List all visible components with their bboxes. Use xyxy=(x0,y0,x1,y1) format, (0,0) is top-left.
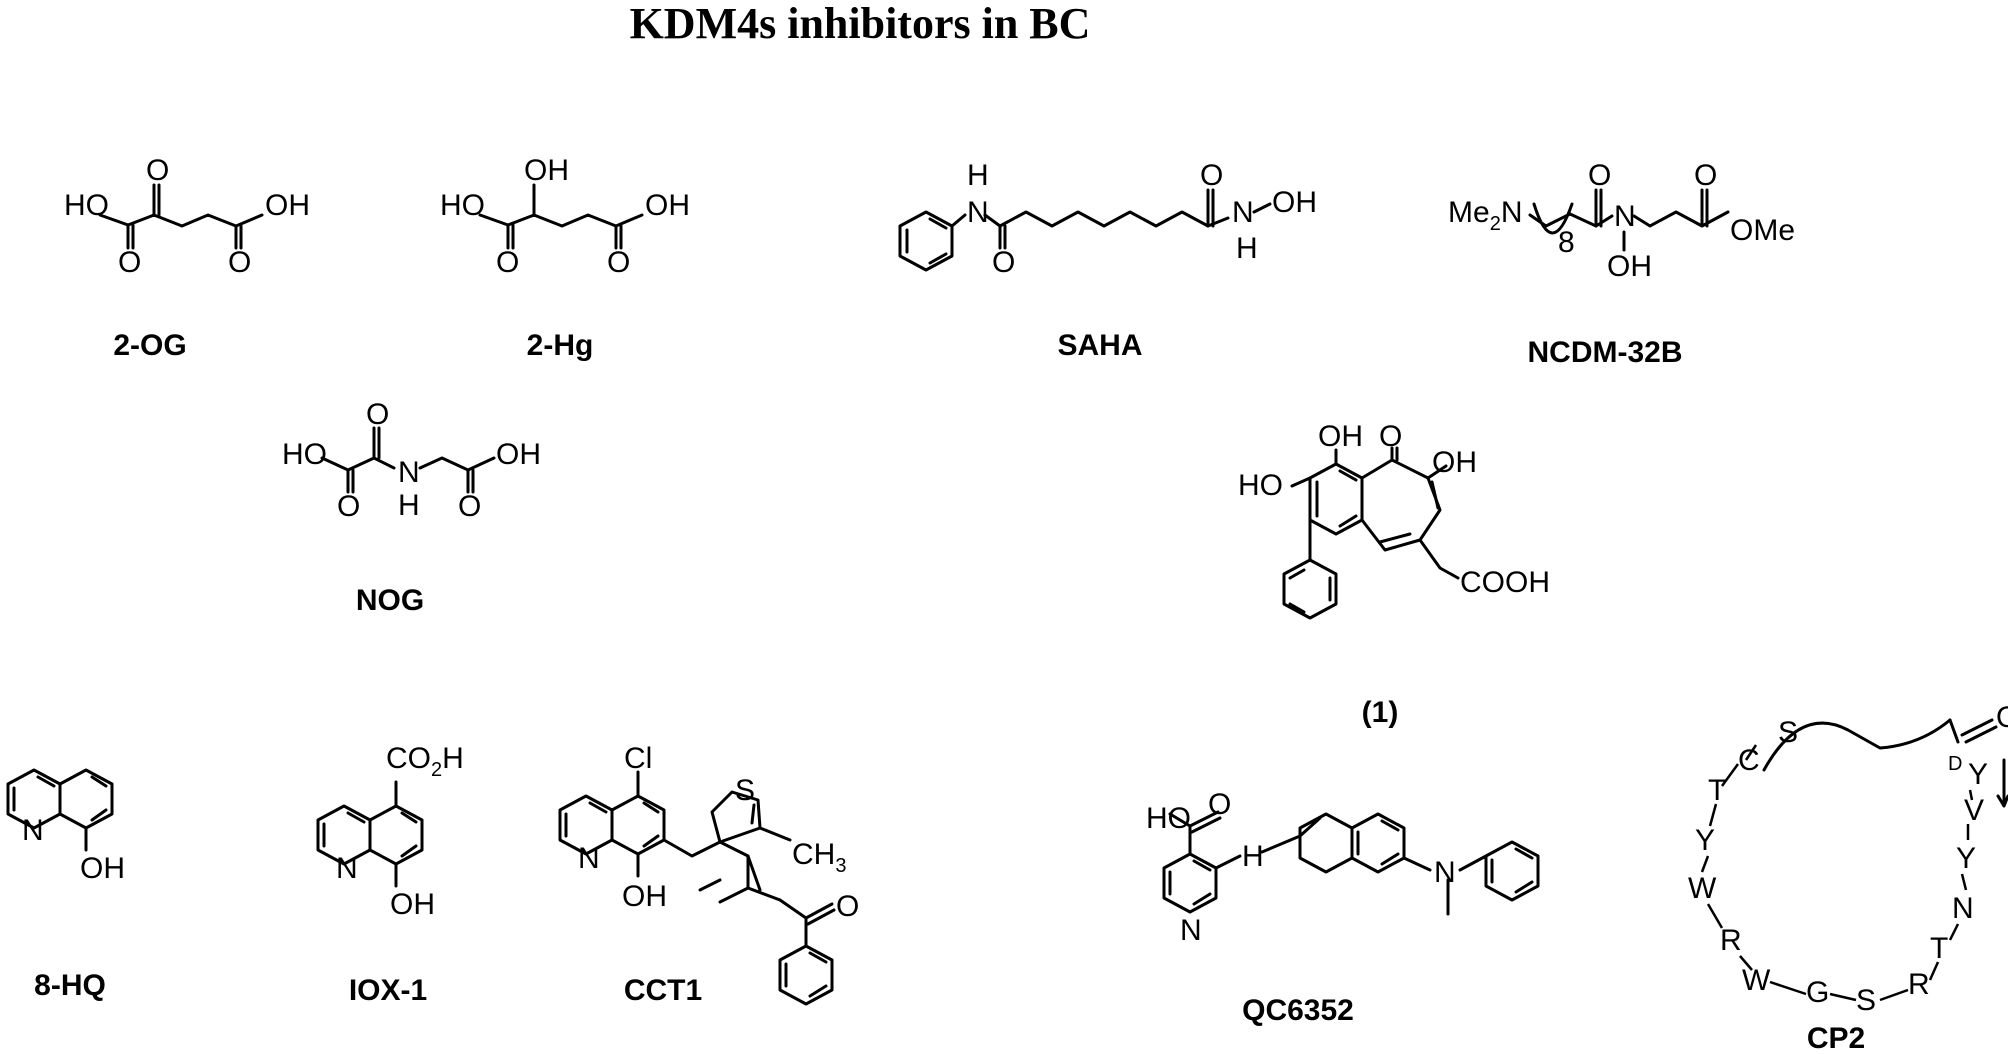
atom-ho: HO xyxy=(440,189,485,222)
atom-ho: HO xyxy=(1238,469,1283,502)
compound-label: CP2 xyxy=(1807,1022,1865,1054)
atom-oh: OH xyxy=(645,189,690,222)
structure-cct1: Cl N OH S CH3 O xyxy=(558,742,859,1006)
atom-n: N xyxy=(22,814,44,847)
structure-compound-1: OH HO O OH COOH xyxy=(1238,420,1550,620)
compound-label: (1) xyxy=(1362,696,1399,729)
atom-n: N xyxy=(1434,856,1456,889)
structure-saha: N H O O N H OH xyxy=(898,159,1317,279)
peptide-residue: Y xyxy=(1968,758,1988,791)
structure-nog: HO O O N H O OH xyxy=(282,398,541,523)
atom-o: O xyxy=(458,490,481,523)
compound-label: NCDM-32B xyxy=(1527,336,1682,369)
atom-ch3: CH3 xyxy=(792,838,846,877)
atom-o: O xyxy=(366,398,389,431)
atom-ho: HO xyxy=(64,189,109,222)
structure-2-og: HO O O O OH xyxy=(64,154,310,279)
structure-cp2: S O C T Y W R W G S R T N Y V Y D xyxy=(1688,701,2008,1017)
atom-oh: OH xyxy=(496,438,541,471)
atom-ho: HO xyxy=(282,438,327,471)
atom-oh: OH xyxy=(265,189,310,222)
atom-n: N xyxy=(1180,914,1202,947)
peptide-residue: T xyxy=(1930,932,1948,965)
compound-label: SAHA xyxy=(1057,329,1142,362)
atom-o: O xyxy=(1200,159,1223,192)
peptide-residue: S xyxy=(1856,984,1876,1017)
atom-oh: OH xyxy=(1432,446,1477,479)
peptide-residue: O xyxy=(1996,701,2008,734)
compound-label: QC6352 xyxy=(1242,994,1354,1027)
atom-nh: N xyxy=(398,456,420,489)
peptide-residue: S xyxy=(1778,716,1798,749)
atom-oh: OH xyxy=(1607,250,1652,283)
structure-ncdm-32b: Me2N 8 O N OH O OMe xyxy=(1448,159,1795,283)
structure-2-hg: HO O OH O OH xyxy=(440,154,690,279)
atom-o: O xyxy=(1379,420,1402,453)
compound-label: 2-OG xyxy=(113,329,186,362)
atom-oh: OH xyxy=(1318,420,1363,453)
atom-oh: OH xyxy=(80,852,125,885)
atom-o: O xyxy=(337,490,360,523)
structure-iox-1: CO2H N OH xyxy=(316,742,464,921)
peptide-residue: C xyxy=(1738,744,1760,777)
atom-h: H xyxy=(1242,840,1264,873)
atom-o: O xyxy=(118,246,141,279)
compound-label: NOG xyxy=(356,584,424,617)
atom-n: N xyxy=(1232,196,1254,229)
atom-h: H xyxy=(1236,232,1258,265)
atom-cooh: COOH xyxy=(1460,566,1550,599)
atom-n: N xyxy=(336,852,358,885)
atom-me2n: Me2N xyxy=(1448,196,1522,235)
atom-oh: OH xyxy=(1272,186,1317,219)
peptide-residue: Y xyxy=(1695,824,1715,857)
atom-n: N xyxy=(967,196,989,229)
peptide-residue: V xyxy=(1964,794,1984,827)
atom-o: O xyxy=(146,154,169,187)
compound-label: 8-HQ xyxy=(34,969,106,1002)
peptide-residue: T xyxy=(1708,774,1726,807)
atom-cl: Cl xyxy=(624,742,652,775)
compound-label: CCT1 xyxy=(624,974,702,1007)
peptide-residue: W xyxy=(1742,964,1771,997)
atom-eight: 8 xyxy=(1558,226,1575,259)
atom-o: O xyxy=(992,246,1015,279)
peptide-residue: R xyxy=(1908,968,1930,1001)
atom-o: O xyxy=(836,890,859,923)
structure-qc6352: HO O N H N xyxy=(1146,788,1540,947)
atom-n: N xyxy=(578,842,600,875)
structure-8-hq: N OH xyxy=(6,768,125,885)
atom-ho: HO xyxy=(1146,802,1191,835)
atom-co2h: CO2H xyxy=(386,742,464,781)
peptide-residue: Y xyxy=(1956,842,1976,875)
atom-o: O xyxy=(1588,159,1611,192)
atom-o: O xyxy=(496,246,519,279)
atom-oh: OH xyxy=(390,888,435,921)
d-marker: D xyxy=(1948,753,1962,775)
peptide-residue: N xyxy=(1952,892,1974,925)
atom-o: O xyxy=(1694,159,1717,192)
peptide-residue: R xyxy=(1720,924,1742,957)
atom-o: O xyxy=(1208,788,1231,821)
figure-title: KDM4s inhibitors in BC xyxy=(630,0,1091,48)
peptide-residue: G xyxy=(1806,976,1829,1009)
atom-o: O xyxy=(228,246,251,279)
atom-s: S xyxy=(735,774,755,807)
atom-o: O xyxy=(607,246,630,279)
atom-oh: OH xyxy=(524,154,569,187)
atom-h: H xyxy=(967,159,989,192)
compound-label: IOX-1 xyxy=(349,974,427,1007)
atom-oh: OH xyxy=(622,880,667,913)
atom-ome: OMe xyxy=(1730,214,1795,247)
peptide-residue: W xyxy=(1688,872,1717,905)
compound-label: 2-Hg xyxy=(527,329,594,362)
atom-n: N xyxy=(1614,200,1636,233)
atom-h: H xyxy=(398,489,420,522)
